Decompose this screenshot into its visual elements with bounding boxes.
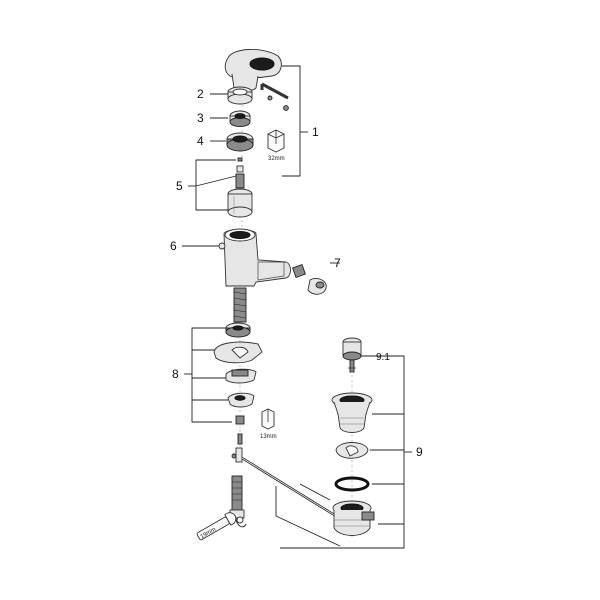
fixing-washer <box>225 322 251 338</box>
fixing-bracket <box>227 392 255 408</box>
fixing-clamp <box>225 368 257 384</box>
seal-ring-icon <box>334 476 370 492</box>
bracket-8 <box>184 327 232 423</box>
waste-clip <box>335 442 369 459</box>
lift-rod-guide <box>275 483 341 547</box>
threaded-shank <box>233 287 247 323</box>
pop-up-pin <box>231 433 243 463</box>
fixing-plate <box>213 341 263 364</box>
callout-7: 7 <box>334 256 341 270</box>
pop-up-plug <box>342 337 362 373</box>
callout-5: 5 <box>176 179 183 193</box>
callout-9-1: 9.1 <box>376 352 390 363</box>
spray-nozzle <box>292 264 327 295</box>
bracket-5 <box>188 159 237 211</box>
fixing-nut <box>235 415 245 425</box>
bracket-9 <box>280 355 412 549</box>
callout-4: 4 <box>197 134 204 148</box>
callout-2: 2 <box>197 87 204 101</box>
allen-key-icon <box>260 82 289 111</box>
callout-8: 8 <box>172 367 179 381</box>
adapter <box>229 110 251 127</box>
pop-up-rod <box>241 456 337 518</box>
cap-ring <box>227 86 253 105</box>
bracket-1 <box>282 65 308 177</box>
flexible-hose <box>229 475 247 528</box>
waste-body <box>331 392 373 433</box>
dimension-32mm: 32mm <box>268 156 285 162</box>
hex-nut-icon: 32mm <box>267 129 285 162</box>
waste-tailpiece <box>332 500 375 536</box>
hex-nut-small-icon: 13mm <box>260 408 277 440</box>
callout-9: 9 <box>416 445 423 459</box>
threaded-nut <box>226 132 254 152</box>
lever-handle <box>224 49 282 92</box>
wrench-icon: 19mm <box>196 512 237 540</box>
callout-3: 3 <box>197 111 204 125</box>
dimension-13mm: 13mm <box>260 434 277 440</box>
callout-6: 6 <box>170 239 177 253</box>
cartridge <box>227 157 253 218</box>
valve-body <box>218 228 291 287</box>
callout-1: 1 <box>312 125 319 139</box>
